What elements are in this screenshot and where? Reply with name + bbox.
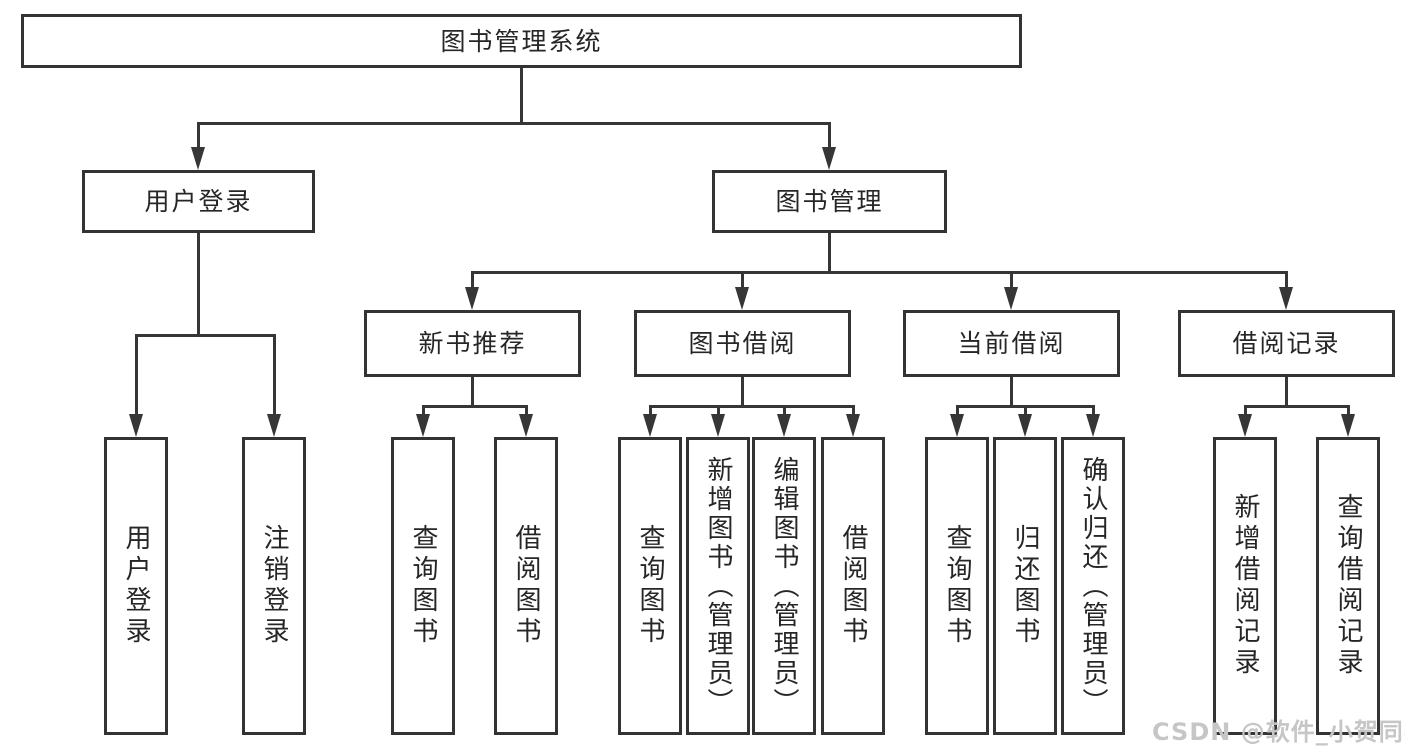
root-node: 图书管理系统 bbox=[21, 14, 1022, 68]
connector-line bbox=[272, 335, 276, 417]
leaf-query-books-1-label: 查询图书 bbox=[408, 524, 438, 648]
connector-line bbox=[421, 406, 425, 417]
connector-line bbox=[851, 406, 855, 417]
connector-line bbox=[524, 406, 528, 417]
connector-line bbox=[648, 404, 855, 408]
connector-line bbox=[740, 377, 744, 407]
node-book-borrowing: 图书借阅 bbox=[634, 310, 851, 377]
leaf-query-books-2-label: 查询图书 bbox=[635, 524, 665, 648]
leaf-edit-books-admin: 编辑图书（管理员） bbox=[752, 437, 816, 735]
arrow-down-icon bbox=[1004, 287, 1018, 310]
node-borrowing-records-label: 借阅记录 bbox=[1232, 329, 1341, 358]
leaf-query-borrow-record-label: 查询借阅记录 bbox=[1333, 493, 1363, 679]
arrow-down-icon bbox=[191, 147, 205, 170]
arrow-down-icon bbox=[129, 414, 143, 437]
leaf-add-books-admin: 新增图书（管理员） bbox=[686, 437, 750, 735]
connector-line bbox=[196, 233, 200, 337]
arrow-down-icon bbox=[846, 414, 860, 437]
leaf-return-books-label: 归还图书 bbox=[1010, 524, 1040, 648]
leaf-confirm-return-admin-label: 确认归还（管理员） bbox=[1078, 455, 1108, 717]
leaf-borrow-books-2-label: 借阅图书 bbox=[838, 524, 868, 648]
leaf-logout-label: 注销登录 bbox=[259, 524, 289, 648]
arrow-down-icon bbox=[416, 414, 430, 437]
leaf-query-books-3: 查询图书 bbox=[925, 437, 989, 735]
leaf-borrow-books-1-label: 借阅图书 bbox=[511, 524, 541, 648]
connector-line bbox=[827, 233, 831, 272]
connector-line bbox=[1243, 406, 1247, 417]
connector-line bbox=[1346, 406, 1350, 417]
connector-line bbox=[648, 406, 652, 417]
connector-line bbox=[196, 121, 831, 125]
connector-line bbox=[1243, 404, 1350, 408]
arrow-down-icon bbox=[950, 414, 964, 437]
arrow-down-icon bbox=[1238, 414, 1252, 437]
arrow-down-icon bbox=[1341, 414, 1355, 437]
connector-line bbox=[1009, 377, 1013, 407]
connector-line bbox=[134, 335, 138, 417]
leaf-borrow-books-2: 借阅图书 bbox=[821, 437, 885, 735]
connector-line bbox=[1023, 406, 1027, 417]
leaf-query-books-2: 查询图书 bbox=[618, 437, 682, 735]
leaf-confirm-return-admin: 确认归还（管理员） bbox=[1061, 437, 1125, 735]
arrow-down-icon bbox=[465, 287, 479, 310]
arrow-down-icon bbox=[1086, 414, 1100, 437]
connector-line bbox=[196, 123, 200, 150]
arrow-down-icon bbox=[1018, 414, 1032, 437]
arrow-down-icon bbox=[735, 287, 749, 310]
leaf-add-borrow-record: 新增借阅记录 bbox=[1213, 437, 1277, 735]
leaf-query-books-3-label: 查询图书 bbox=[942, 524, 972, 648]
leaf-add-books-admin-label: 新增图书（管理员） bbox=[703, 455, 733, 717]
leaf-query-books-1: 查询图书 bbox=[391, 437, 455, 735]
connector-line bbox=[1009, 272, 1013, 290]
connector-line bbox=[519, 68, 523, 123]
node-new-book-recommendation-label: 新书推荐 bbox=[418, 329, 527, 358]
leaf-borrow-books-1: 借阅图书 bbox=[494, 437, 558, 735]
connector-line bbox=[421, 404, 528, 408]
leaf-logout: 注销登录 bbox=[242, 437, 306, 735]
arrow-down-icon bbox=[1279, 287, 1293, 310]
connector-line bbox=[782, 406, 786, 417]
root-node-label: 图书管理系统 bbox=[440, 26, 603, 56]
connector-line bbox=[470, 377, 474, 407]
connector-line bbox=[1091, 406, 1095, 417]
connector-line bbox=[1284, 272, 1288, 290]
arrow-down-icon bbox=[822, 147, 836, 170]
connector-line bbox=[470, 272, 474, 290]
arrow-down-icon bbox=[519, 414, 533, 437]
node-book-management-label: 图书管理 bbox=[775, 187, 884, 216]
leaf-user-login-label: 用户登录 bbox=[121, 524, 151, 648]
leaf-edit-books-admin-label: 编辑图书（管理员） bbox=[769, 455, 799, 717]
node-current-borrowing: 当前借阅 bbox=[903, 310, 1120, 377]
connector-line bbox=[955, 406, 959, 417]
arrow-down-icon bbox=[777, 414, 791, 437]
leaf-return-books: 归还图书 bbox=[993, 437, 1057, 735]
connector-line bbox=[134, 333, 276, 337]
node-borrowing-records: 借阅记录 bbox=[1178, 310, 1395, 377]
leaf-add-borrow-record-label: 新增借阅记录 bbox=[1230, 493, 1260, 679]
connector-line bbox=[1284, 377, 1288, 407]
node-new-book-recommendation: 新书推荐 bbox=[364, 310, 581, 377]
node-user-login: 用户登录 bbox=[82, 170, 315, 233]
node-book-borrowing-label: 图书借阅 bbox=[688, 329, 797, 358]
connector-line bbox=[740, 272, 744, 290]
leaf-user-login: 用户登录 bbox=[104, 437, 168, 735]
connector-line bbox=[470, 270, 1288, 274]
node-user-login-label: 用户登录 bbox=[144, 187, 253, 216]
watermark: CSDN @软件_小贺同学 bbox=[1152, 718, 1405, 746]
leaf-query-borrow-record: 查询借阅记录 bbox=[1316, 437, 1380, 735]
connector-line bbox=[716, 406, 720, 417]
arrow-down-icon bbox=[711, 414, 725, 437]
node-current-borrowing-label: 当前借阅 bbox=[957, 329, 1066, 358]
arrow-down-icon bbox=[267, 414, 281, 437]
connector-line bbox=[827, 123, 831, 150]
node-book-management: 图书管理 bbox=[712, 170, 947, 233]
connector-line bbox=[955, 404, 1095, 408]
arrow-down-icon bbox=[643, 414, 657, 437]
